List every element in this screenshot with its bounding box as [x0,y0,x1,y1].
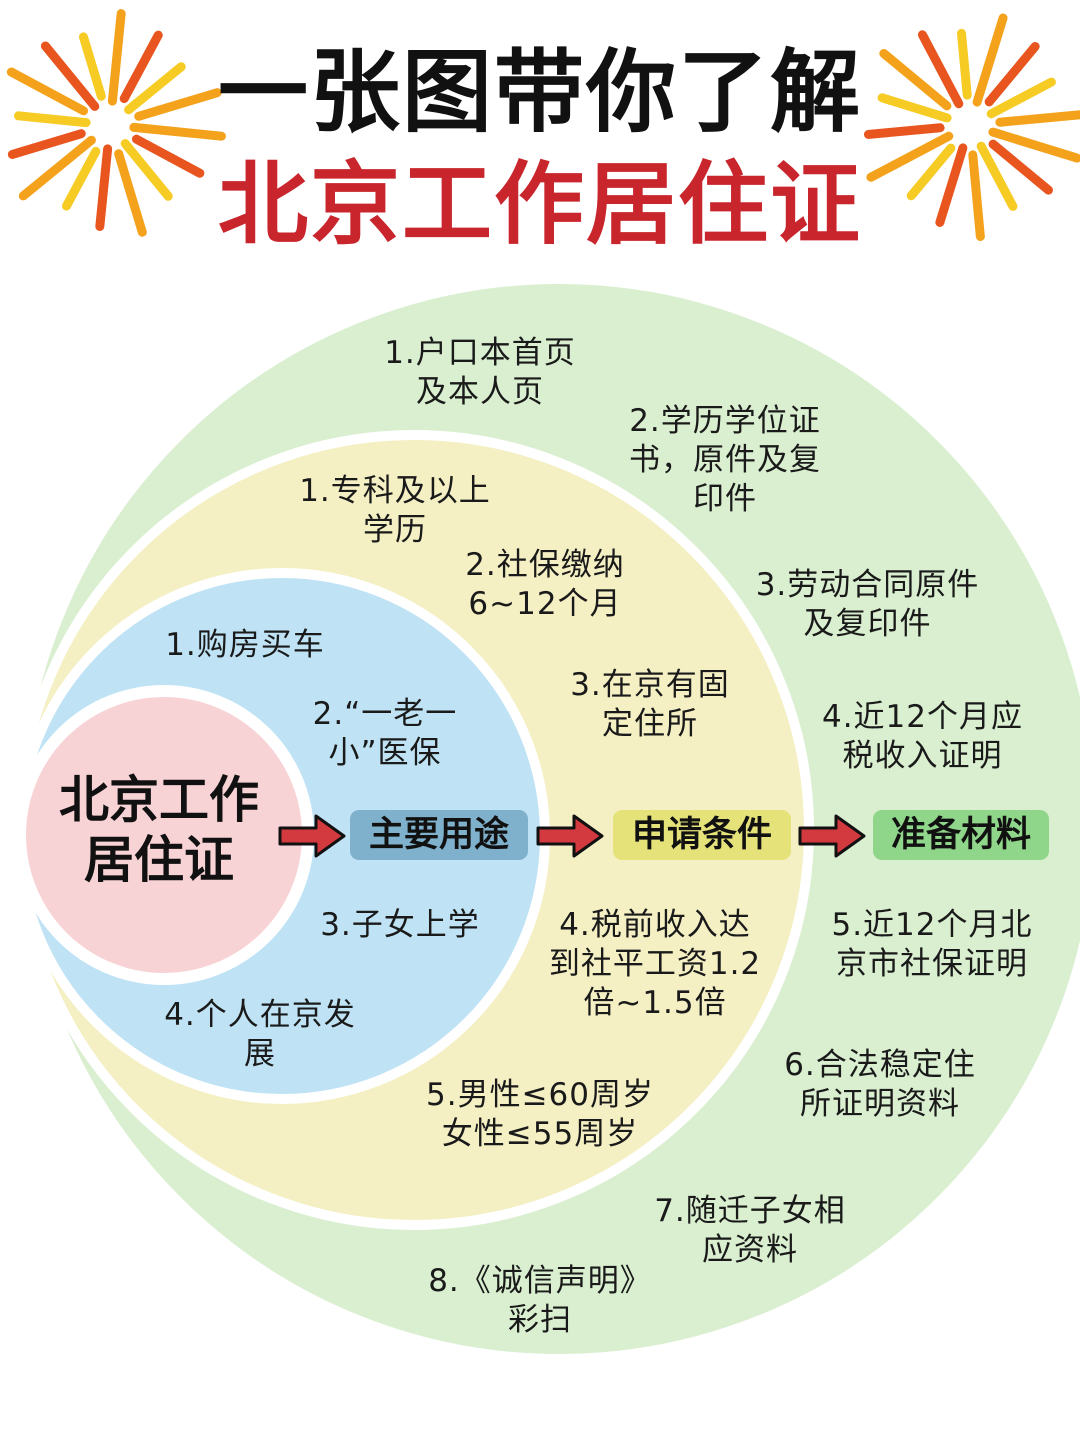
materials-item: 5.近12个月北 京市社保证明 [831,907,1033,982]
firework-icon-left [6,9,226,237]
arrow-right-icon [278,814,346,858]
uses-item: 4.个人在京发 展 [164,997,356,1072]
uses-label: 主要用途 [350,810,528,860]
firework-icon-right [863,13,1080,242]
uses-item: 1.购房买车 [165,627,325,663]
materials-item: 7.随迁子女相 应资料 [654,1193,846,1268]
conditions-item: 2.社保缴纳 6~12个月 [465,547,625,622]
conditions-label: 申请条件 [613,810,791,860]
arrow-right-icon [798,814,866,858]
core-label: 北京工作 居住证 [59,771,259,889]
materials-item: 3.劳动合同原件 及复印件 [755,567,980,642]
materials-item: 6.合法稳定住 所证明资料 [784,1047,976,1122]
materials-label: 准备材料 [873,810,1049,860]
conditions-item: 1.专科及以上 学历 [299,473,491,548]
conditions-item: 3.在京有固 定住所 [570,667,730,742]
conditions-item: 5.男性≤60周岁 女性≤55周岁 [426,1077,654,1152]
arrow-right-icon [536,814,604,858]
uses-item: 3.子女上学 [320,907,480,943]
conditions-item: 4.税前收入达 到社平工资1.2 倍~1.5倍 [548,907,762,1021]
uses-item: 2.“一老一 小”医保 [312,696,458,771]
materials-item: 2.学历学位证 书，原件及复 印件 [629,403,821,517]
materials-item: 8.《诚信声明》 彩扫 [428,1263,652,1338]
materials-item: 1.户口本首页 及本人页 [384,335,576,410]
materials-item: 4.近12个月应 税收入证明 [821,699,1024,774]
page-subtitle: 北京工作居住证 [218,152,862,257]
page-title: 一张图带你了解 [218,40,862,145]
